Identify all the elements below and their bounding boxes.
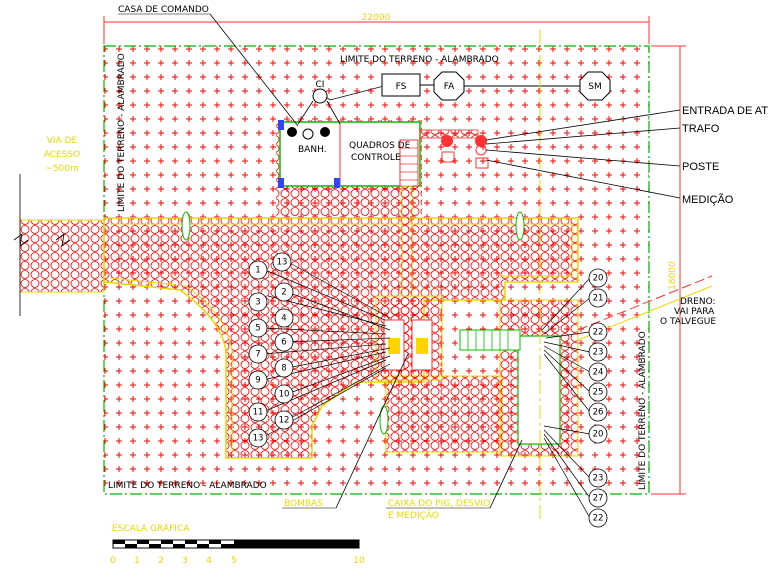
right-callout-number: 22 [593, 328, 604, 338]
access-road-label-2: ACESSO [44, 150, 80, 160]
left-callout-8: 9 [248, 370, 268, 390]
trafo-label: TRAFO [682, 123, 720, 135]
ci-label: CI [316, 80, 325, 90]
left-callout-number: 1 [255, 266, 260, 276]
caixa-label-1: CAIXA DO PIG, DESVIO [388, 499, 490, 509]
right-callout-number: 20 [593, 430, 604, 440]
access-road [19, 219, 105, 293]
right-callout-number: 25 [593, 388, 604, 398]
right-callout-0: 20 [588, 268, 608, 288]
left-callout-2: 3 [248, 292, 268, 312]
scale-bar [112, 539, 360, 549]
right-callout-2: 22 [588, 322, 608, 342]
access-road-label-1: VIA DE [47, 136, 78, 146]
scale-tick-3: 3 [182, 556, 188, 566]
right-callout-number: 20 [593, 274, 604, 284]
left-callout-number: 13 [253, 434, 264, 444]
medicao-label: MEDIÇÃO [682, 193, 734, 206]
right-callout-number: 24 [593, 368, 604, 378]
sm-octagon [579, 71, 611, 101]
scale-tick-1: 1 [134, 556, 140, 566]
right-callout-number: 22 [593, 514, 604, 524]
right-callout-9: 27 [588, 488, 608, 508]
caixa-label-2: E MEDIÇÃO [388, 510, 439, 521]
left-callout-9: 10 [274, 384, 294, 404]
scale-tick-0: 0 [110, 556, 116, 566]
left-callout-number: 4 [281, 314, 286, 324]
dreno-label-3: O TALVEGUE [660, 317, 716, 327]
left-callout-number: 10 [279, 390, 290, 400]
left-callout-5: 6 [274, 332, 294, 352]
boundary-top-label: LIMITE DO TERRENO - ALAMBRADO [340, 55, 499, 65]
fs-label: FS [396, 82, 407, 92]
main-paved-area [103, 217, 579, 459]
left-callout-11: 12 [274, 410, 294, 430]
left-callout-number: 9 [255, 376, 260, 386]
right-callout-10: 22 [588, 508, 608, 528]
scale-title: ESCALA GRÁFICA [112, 522, 190, 534]
boundary-bottom-label: LIMITE DO TERRENO - ALAMBRADO [108, 481, 267, 491]
right-callout-5: 25 [588, 382, 608, 402]
left-callout-number: 6 [281, 338, 286, 348]
left-callout-number: 11 [253, 408, 264, 418]
left-callout-3: 4 [274, 308, 294, 328]
right-callout-3: 23 [588, 342, 608, 362]
fa-octagon [433, 71, 465, 101]
boundary-left-label: LIMITE DO TERRENO - ALAMBRADO [117, 53, 127, 212]
scale-tick-2: 2 [158, 556, 164, 566]
scale-tick-10: 10 [353, 556, 365, 566]
right-callout-7: 20 [588, 424, 608, 444]
left-callout-number: 5 [255, 324, 260, 334]
poste-label: POSTE [682, 161, 719, 173]
left-callout-13: 13 [248, 428, 268, 448]
right-callout-number: 26 [593, 408, 604, 418]
left-callout-12: 13 [272, 252, 292, 272]
quadros-label-1: QUADROS DE [349, 141, 411, 151]
fa-label: FA [444, 82, 455, 92]
scale-tick-4: 4 [206, 556, 212, 566]
right-callout-number: 21 [593, 294, 604, 304]
lower-paved-area [385, 375, 503, 453]
left-callout-number: 3 [255, 298, 260, 308]
bombas-label: BOMBAS [284, 499, 323, 509]
access-road-label-3: ~500m [45, 164, 79, 174]
overall-height-label: 18000 [668, 261, 678, 290]
scale-tick-5: 5 [231, 556, 237, 566]
left-callout-number: 7 [255, 350, 260, 360]
left-callout-10: 11 [248, 402, 268, 422]
right-callout-number: 23 [593, 474, 604, 484]
overall-width-label: 22000 [362, 13, 391, 23]
banh-label: BANH. [298, 145, 327, 155]
casa-comando-label: CASA DE COMANDO [118, 5, 209, 15]
right-callout-4: 24 [588, 362, 608, 382]
left-callout-4: 5 [248, 318, 268, 338]
entrada-label: ENTRADA DE AT [682, 105, 768, 117]
right-callouts: 20 21 22 23 24 25 26 20 23 27 22 [588, 268, 608, 528]
left-callout-number: 8 [281, 364, 286, 374]
left-callout-1: 2 [274, 282, 294, 302]
left-callout-0: 1 [248, 260, 268, 280]
right-callout-number: 27 [593, 494, 604, 504]
sm-label: SM [588, 82, 601, 92]
boundary-right-label: LIMITE DO TERRENO - ALAMBRADO [638, 331, 648, 490]
left-callout-number: 2 [281, 288, 286, 298]
left-callout-number: 12 [279, 416, 290, 426]
dreno-label-1: DRENO: [680, 297, 716, 307]
left-callout-6: 7 [248, 344, 268, 364]
right-callout-6: 26 [588, 402, 608, 422]
right-callout-1: 21 [588, 288, 608, 308]
dreno-label-2: VAI PARA [674, 307, 715, 317]
left-callout-number: 13 [277, 258, 288, 268]
quadros-label-2: CONTROLE [351, 153, 401, 163]
right-callout-number: 23 [593, 348, 604, 358]
right-callout-8: 23 [588, 468, 608, 488]
left-callout-7: 8 [274, 358, 294, 378]
